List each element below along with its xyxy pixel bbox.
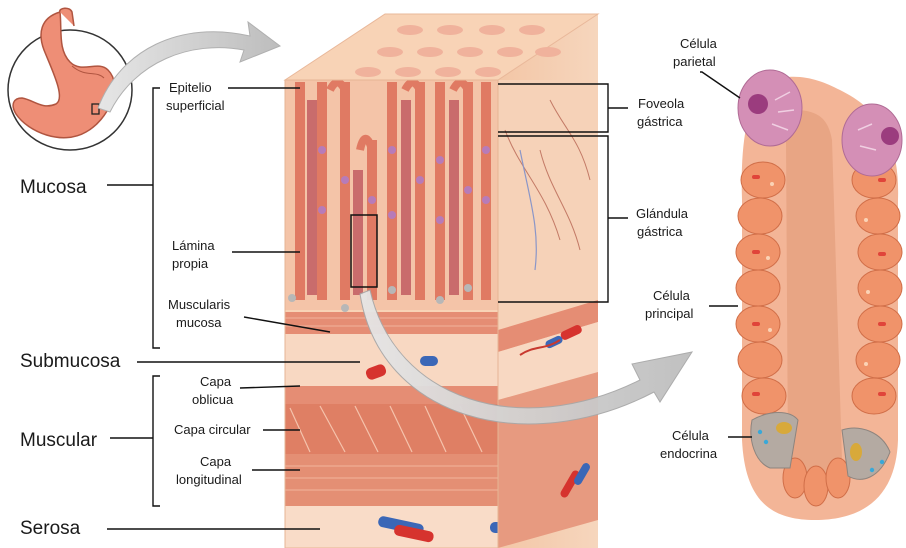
label-endocrina-2: endocrina — [660, 446, 718, 461]
labels-inner: Epitelio superficial Lámina propia Muscu… — [166, 80, 251, 487]
label-muscularis-1: Muscularis — [168, 297, 231, 312]
label-principal-2: principal — [645, 306, 694, 321]
label-foveola-1: Foveola — [638, 96, 685, 111]
labels-left: Mucosa Submucosa Muscular Serosa — [20, 177, 121, 539]
label-parietal-1: Célula — [680, 36, 718, 51]
label-submucosa: Submucosa — [20, 351, 121, 372]
label-endocrina-1: Célula — [672, 428, 710, 443]
label-muscular: Muscular — [20, 430, 98, 451]
label-circular: Capa circular — [174, 422, 251, 437]
label-epitelio-2: superficial — [166, 98, 225, 113]
label-parietal-2: parietal — [673, 54, 716, 69]
label-serosa: Serosa — [20, 518, 81, 539]
label-longitudinal-2: longitudinal — [176, 472, 242, 487]
label-principal-1: Célula — [653, 288, 691, 303]
labels-right: Foveola gástrica Glándula gástrica — [636, 96, 689, 239]
label-lamina-2: propia — [172, 256, 209, 271]
label-foveola-2: gástrica — [637, 114, 683, 129]
label-glandula-2: gástrica — [637, 224, 683, 239]
label-muscularis-2: mucosa — [176, 315, 222, 330]
label-lamina-1: Lámina — [172, 238, 215, 253]
tissue-block — [285, 14, 598, 548]
label-oblicua-2: oblicua — [192, 392, 234, 407]
label-mucosa: Mucosa — [20, 177, 87, 198]
label-epitelio-1: Epitelio — [169, 80, 212, 95]
label-longitudinal-1: Capa — [200, 454, 232, 469]
label-oblicua-1: Capa — [200, 374, 232, 389]
gland-closeup — [736, 70, 902, 520]
label-glandula-1: Glándula — [636, 206, 689, 221]
